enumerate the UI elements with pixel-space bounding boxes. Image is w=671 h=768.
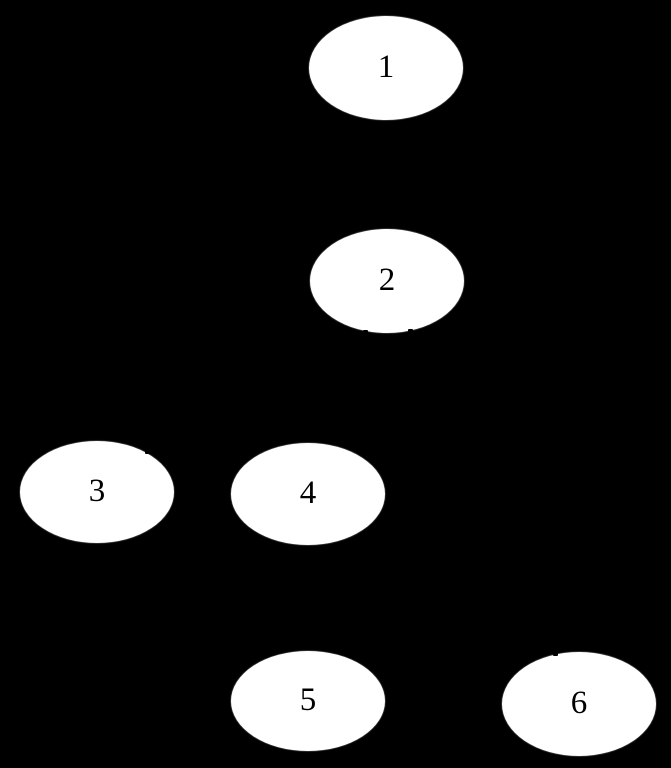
graph-node-3: 3 bbox=[20, 441, 174, 543]
edge-stub-mark bbox=[408, 329, 413, 332]
graph-node-label: 2 bbox=[378, 261, 396, 298]
graph-node-label: 4 bbox=[299, 474, 317, 511]
graph-node-5: 5 bbox=[231, 651, 385, 751]
graph-node-label: 1 bbox=[377, 48, 395, 85]
graph-node-2: 2 bbox=[310, 229, 464, 333]
edge-stub-mark bbox=[145, 451, 150, 454]
graph-node-label: 3 bbox=[88, 472, 106, 509]
edge-stub-mark bbox=[553, 653, 558, 656]
graph-node-1: 1 bbox=[309, 16, 463, 120]
edge-stub-mark bbox=[363, 330, 368, 333]
graph-node-4: 4 bbox=[231, 443, 385, 545]
graph-node-label: 5 bbox=[299, 681, 317, 718]
graph-node-label: 6 bbox=[570, 684, 588, 721]
graph-node-6: 6 bbox=[502, 652, 656, 756]
